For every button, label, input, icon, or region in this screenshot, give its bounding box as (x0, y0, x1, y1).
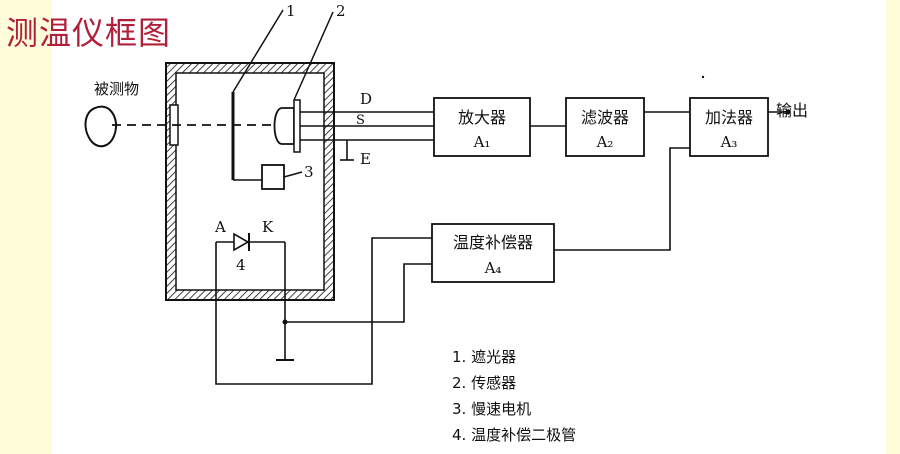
callout-1: 1 (286, 2, 296, 20)
callout-2: 2 (336, 2, 346, 20)
output-terminal (785, 109, 791, 115)
filter-block (565, 97, 645, 157)
lead-e-label: E (360, 150, 371, 168)
wire-a4-a3 (554, 147, 690, 251)
legend: 1. 遮光器 2. 传感器 3. 慢速电机 4. 温度补偿二极管 (452, 344, 712, 448)
legend-item: 2. 传感器 (452, 374, 517, 392)
left-margin-stripe (0, 0, 52, 454)
legend-item: 3. 慢速电机 (452, 400, 532, 418)
anode-label: A (214, 218, 226, 236)
lead-d-label: D (360, 90, 372, 108)
slow-motor (261, 164, 285, 190)
wire-ground-a4 (285, 263, 432, 323)
amplifier-block (433, 97, 531, 157)
compensator-block (431, 223, 555, 283)
compensation-diode (216, 232, 285, 252)
sensor-leads (300, 111, 434, 161)
instrument-housing (165, 62, 335, 301)
sensor (273, 107, 295, 145)
compensator-name: 温度补偿器 (453, 233, 533, 252)
target-object (84, 105, 118, 148)
filter-sub: A₂ (596, 133, 614, 151)
compensator-sub: A₄ (484, 259, 502, 277)
leader-2 (293, 11, 334, 101)
adder-name: 加法器 (705, 108, 753, 127)
target-label: 被测物 (94, 80, 139, 98)
amplifier-name: 放大器 (458, 108, 506, 127)
legend-item: 4. 温度补偿二极管 (452, 426, 577, 444)
sensor-mount (293, 99, 301, 153)
adder-block (689, 97, 769, 157)
cathode-label: K (262, 218, 274, 236)
wire-anode-a4 (215, 237, 432, 385)
output-label: 输出 (776, 101, 808, 120)
callout-4: 4 (236, 256, 246, 274)
callout-3: 3 (304, 163, 314, 181)
filter-name: 滤波器 (581, 108, 629, 127)
amplifier-sub: A₁ (473, 133, 491, 151)
adder-sub: A₃ (720, 133, 738, 151)
right-margin-stripe (886, 0, 900, 454)
slide-title: 测温仪框图 (6, 14, 172, 52)
lead-s-label: S (356, 113, 365, 128)
leader-1 (232, 9, 284, 93)
stray-mark (701, 75, 705, 79)
legend-item: 1. 遮光器 (452, 348, 517, 366)
leader-3 (283, 171, 303, 178)
